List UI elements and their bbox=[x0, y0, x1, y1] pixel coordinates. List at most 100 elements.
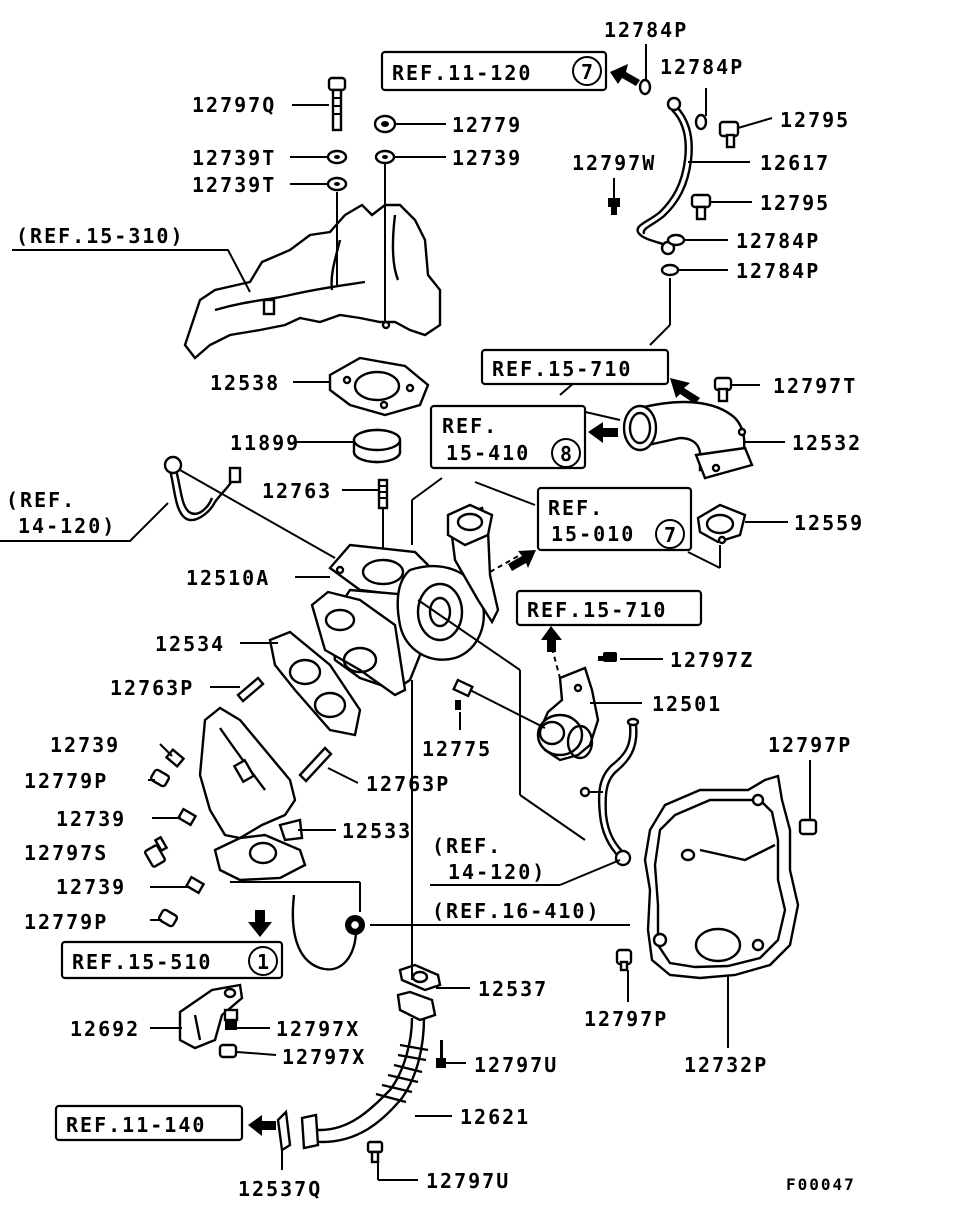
svg-text:REF.15-510: REF.15-510 bbox=[72, 950, 212, 974]
part-label-12510A[interactable]: 12510A bbox=[186, 566, 270, 590]
part-label-12537Q[interactable]: 12537Q bbox=[238, 1177, 322, 1201]
part-label-12763P[interactable]: 12763P bbox=[366, 772, 450, 796]
part-label-12559[interactable]: 12559 bbox=[794, 511, 864, 535]
bracket-12692-drawing bbox=[178, 983, 244, 1050]
heat-shield-12732P-drawing bbox=[643, 774, 800, 980]
part-label-12797W[interactable]: 12797W bbox=[572, 151, 656, 175]
svg-text:REF.: REF. bbox=[442, 414, 498, 438]
part-label-12795[interactable]: 12795 bbox=[780, 108, 850, 132]
ref-box-15-410[interactable]: REF. 15-410 8 bbox=[429, 404, 587, 470]
part-label-12797P[interactable]: 12797P bbox=[768, 733, 852, 757]
svg-text:REF.11-120: REF.11-120 bbox=[392, 61, 532, 85]
ref-box-15-010[interactable]: REF. 15-010 7 bbox=[536, 486, 693, 552]
washer-12739T-a-drawing bbox=[326, 149, 348, 165]
part-label-12763P[interactable]: 12763P bbox=[110, 676, 194, 700]
gasket-12784P-drawings bbox=[638, 78, 708, 277]
part-label-12784P[interactable]: 12784P bbox=[736, 229, 820, 253]
bolt-12797X-b-drawing bbox=[218, 1043, 238, 1059]
part-label-12532[interactable]: 12532 bbox=[792, 431, 862, 455]
nut-12779P-b-drawing bbox=[157, 908, 179, 928]
bolt-12797X-a-drawing bbox=[223, 1008, 239, 1030]
bolt-12797P-b-drawing bbox=[615, 948, 633, 972]
stud-12763P-a-drawing bbox=[236, 676, 265, 703]
oil-pipe-12617-drawing bbox=[636, 96, 693, 256]
part-label-12784P[interactable]: 12784P bbox=[660, 55, 744, 79]
part-label-12739[interactable]: 12739 bbox=[452, 146, 522, 170]
part-label-12739T[interactable]: 12739T bbox=[192, 173, 276, 197]
svg-text:15-010: 15-010 bbox=[551, 522, 635, 546]
part-label-12784P[interactable]: 12784P bbox=[604, 18, 688, 42]
part-label-12784P[interactable]: 12784P bbox=[736, 259, 820, 283]
bolt-12795-a-drawing bbox=[718, 120, 740, 149]
washer-12739T-b-drawing bbox=[326, 176, 348, 192]
part-label-11899[interactable]: 11899 bbox=[230, 431, 300, 455]
part-label-12797Z[interactable]: 12797Z bbox=[670, 648, 754, 672]
washer-12739-drawing bbox=[374, 149, 396, 165]
figure-code: F00047 bbox=[786, 1175, 856, 1194]
part-label-12797X[interactable]: 12797X bbox=[282, 1045, 366, 1069]
part-label-12537[interactable]: 12537 bbox=[478, 977, 548, 1001]
svg-text:14-120): 14-120) bbox=[448, 860, 546, 884]
part-label-12763[interactable]: 12763 bbox=[262, 479, 332, 503]
svg-text:REF.: REF. bbox=[548, 496, 604, 520]
ref-text-16-410[interactable]: (REF.16-410) bbox=[432, 899, 601, 923]
arrow-to-ref-15-010 bbox=[508, 550, 536, 571]
bolt-12797S-drawing bbox=[143, 835, 169, 868]
ref-text-15-310[interactable]: (REF.15-310) bbox=[16, 224, 185, 248]
bolt-12739-c-drawing bbox=[176, 807, 198, 827]
svg-text:REF.11-140: REF.11-140 bbox=[66, 1113, 206, 1137]
svg-text:7: 7 bbox=[581, 60, 595, 84]
part-label-12779[interactable]: 12779 bbox=[452, 113, 522, 137]
part-label-12797P[interactable]: 12797P bbox=[584, 1007, 668, 1031]
part-label-12797T[interactable]: 12797T bbox=[773, 374, 857, 398]
ref-box-15-510[interactable]: REF.15-510 1 bbox=[60, 940, 284, 980]
part-label-12795[interactable]: 12795 bbox=[760, 191, 830, 215]
svg-text:15-410: 15-410 bbox=[446, 441, 530, 465]
part-label-12692[interactable]: 12692 bbox=[70, 1017, 140, 1041]
bolt-12797Q-drawing bbox=[327, 76, 347, 132]
arrow-to-ref-11-120 bbox=[610, 64, 640, 86]
arrow-to-ref-15-710-a bbox=[670, 378, 700, 404]
part-label-12797U[interactable]: 12797U bbox=[474, 1053, 558, 1077]
gasket-12537Q-drawing bbox=[276, 1109, 292, 1153]
part-label-12779P[interactable]: 12779P bbox=[24, 769, 108, 793]
part-label-12739[interactable]: 12739 bbox=[50, 733, 120, 757]
ref-box-15-710-b[interactable]: REF.15-710 bbox=[515, 589, 703, 627]
part-label-12739T[interactable]: 12739T bbox=[192, 146, 276, 170]
bolt-12797U-b-drawing bbox=[366, 1140, 384, 1164]
svg-text:REF.15-710: REF.15-710 bbox=[492, 357, 632, 381]
part-label-12775[interactable]: 12775 bbox=[422, 737, 492, 761]
gasket-12538-drawing bbox=[328, 356, 430, 417]
svg-text:(REF.: (REF. bbox=[6, 488, 76, 512]
svg-text:14-120): 14-120) bbox=[18, 514, 116, 538]
part-label-12617[interactable]: 12617 bbox=[760, 151, 830, 175]
svg-text:(REF.: (REF. bbox=[432, 834, 502, 858]
ref-text-14-120-b[interactable]: (REF. 14-120) bbox=[432, 834, 546, 884]
part-label-12534[interactable]: 12534 bbox=[155, 632, 225, 656]
part-label-12501[interactable]: 12501 bbox=[652, 692, 722, 716]
bolt-12739-d-drawing bbox=[184, 875, 206, 895]
part-label-12533[interactable]: 12533 bbox=[342, 819, 412, 843]
ref-box-15-710-a[interactable]: REF.15-710 bbox=[480, 348, 670, 386]
arrow-to-ref-15-710-b bbox=[541, 626, 562, 652]
part-label-12797U[interactable]: 12797U bbox=[426, 1169, 510, 1193]
part-label-12797X[interactable]: 12797X bbox=[276, 1017, 360, 1041]
part-label-12732P[interactable]: 12732P bbox=[684, 1053, 768, 1077]
part-label-12779P[interactable]: 12779P bbox=[24, 910, 108, 934]
bolt-12795-b-drawing bbox=[690, 193, 712, 221]
ref-text-14-120-a[interactable]: (REF. 14-120) bbox=[6, 488, 116, 538]
part-label-12739[interactable]: 12739 bbox=[56, 807, 126, 831]
nut-12779-drawing bbox=[373, 114, 397, 134]
gasket-12537-drawing bbox=[398, 963, 442, 992]
turbocharger-12510A-drawing bbox=[310, 503, 500, 697]
ref-box-11-120[interactable]: REF.11-120 7 bbox=[380, 50, 608, 92]
part-label-12797Q[interactable]: 12797Q bbox=[192, 93, 276, 117]
ref-box-11-140[interactable]: REF.11-140 bbox=[54, 1104, 244, 1142]
part-label-12797S[interactable]: 12797S bbox=[24, 841, 108, 865]
bolt-12797U-a-drawing bbox=[436, 1040, 446, 1068]
part-label-12538[interactable]: 12538 bbox=[210, 371, 280, 395]
part-label-12621[interactable]: 12621 bbox=[460, 1105, 530, 1129]
part-label-12739[interactable]: 12739 bbox=[56, 875, 126, 899]
svg-text:8: 8 bbox=[560, 442, 574, 466]
